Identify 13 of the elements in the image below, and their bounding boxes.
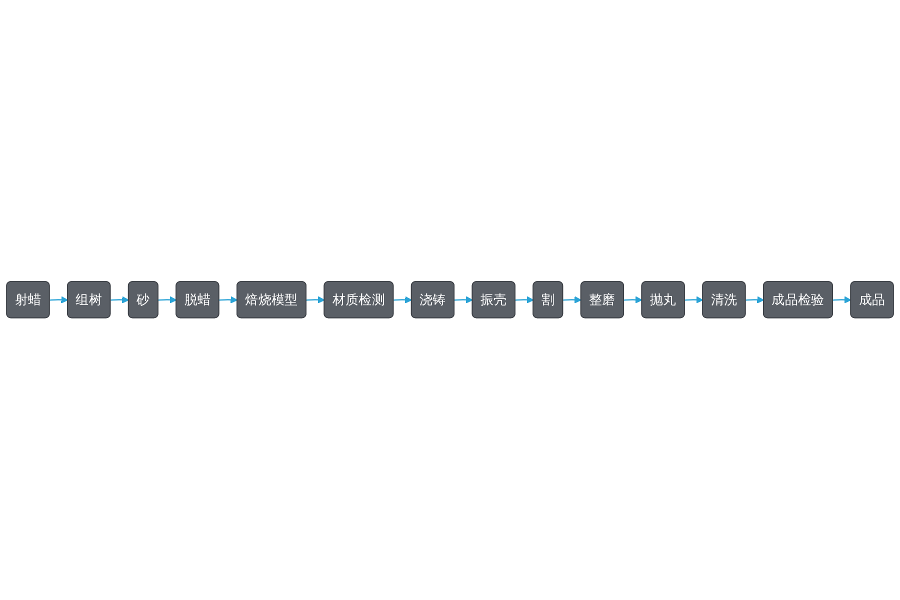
arrow — [219, 296, 238, 304]
arrow — [515, 296, 534, 304]
arrow — [746, 296, 764, 304]
arrow — [306, 296, 325, 304]
arrow — [684, 296, 704, 304]
arrow — [454, 296, 473, 304]
arrow — [832, 296, 852, 304]
arrow — [158, 296, 177, 304]
arrow — [624, 296, 642, 304]
arrow — [394, 296, 412, 304]
arrow — [110, 296, 130, 304]
arrow — [50, 296, 68, 304]
arrow — [563, 296, 582, 304]
